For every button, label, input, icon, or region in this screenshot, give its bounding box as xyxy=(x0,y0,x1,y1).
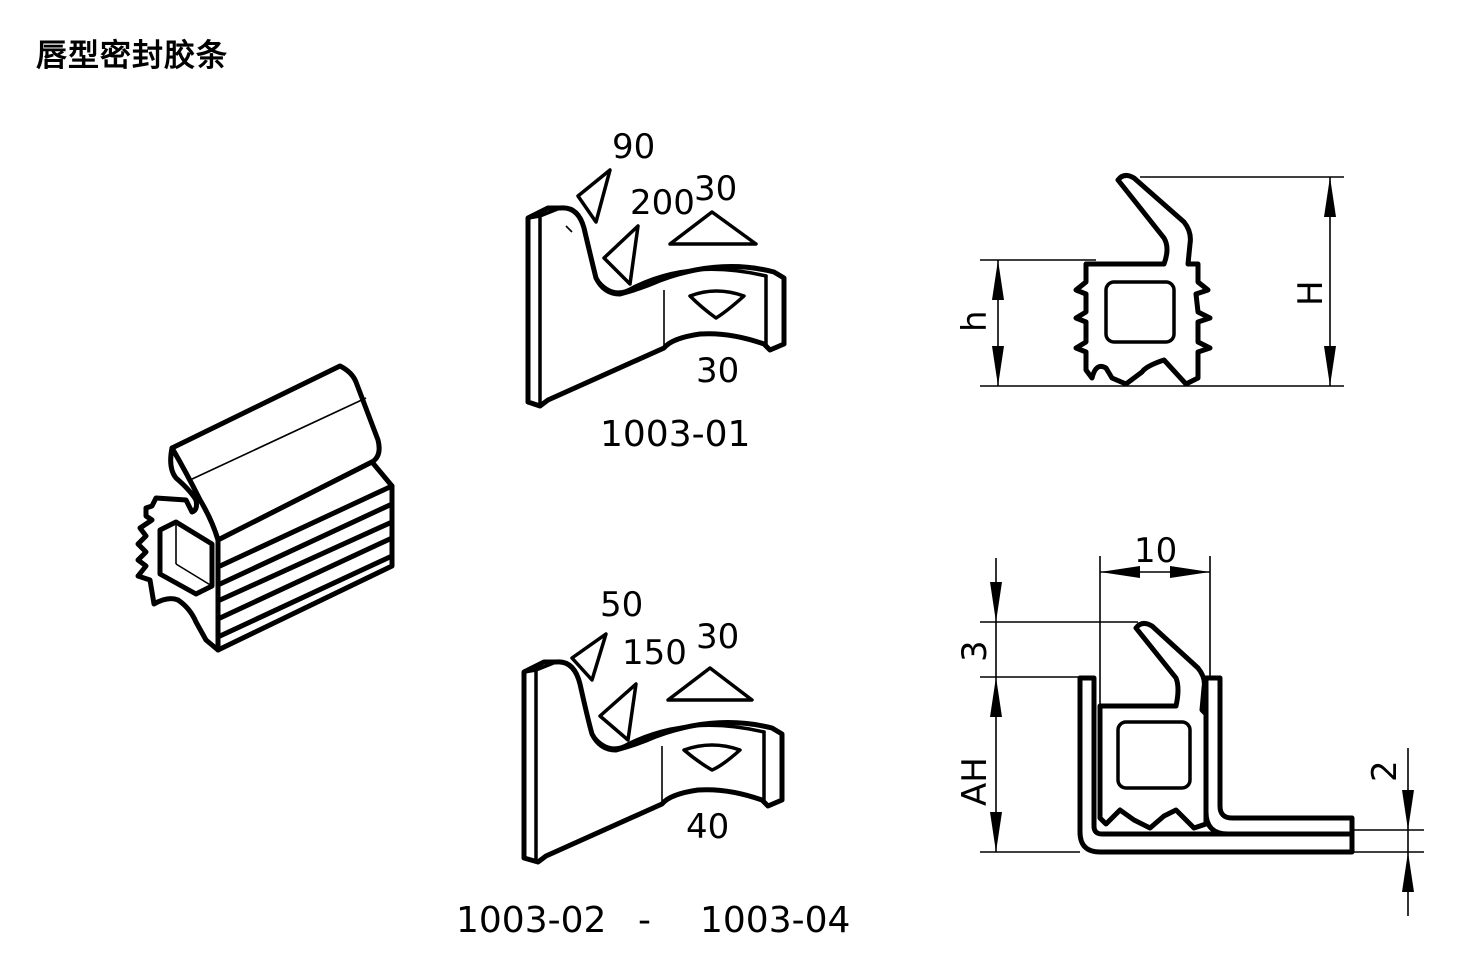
symbol-value-1: 50 xyxy=(600,585,643,625)
symbol-value-2: 150 xyxy=(622,633,687,673)
triangle-symbol-icon xyxy=(598,682,638,742)
symbol-value-4: 30 xyxy=(696,351,739,391)
triangle-symbol-icon xyxy=(570,632,608,682)
part-number-to: 1003-04 xyxy=(700,900,850,941)
triangle-symbol-icon xyxy=(602,224,640,286)
symbol-value-4: 40 xyxy=(686,807,729,847)
seal-strip-isometric xyxy=(135,363,395,653)
dim-label-2: 2 xyxy=(1365,760,1405,782)
diamond-symbol-icon xyxy=(682,743,742,772)
part-number-separator: - xyxy=(638,900,651,941)
triangle-symbol-icon xyxy=(668,210,758,246)
part-number-from: 1003-02 xyxy=(456,900,606,941)
profile-section-top: h H xyxy=(955,172,1344,387)
dim-label-10: 10 xyxy=(1134,531,1177,571)
triangle-symbol-icon xyxy=(666,666,754,702)
page-title: 唇型密封胶条 xyxy=(36,38,228,74)
triangle-symbol-icon xyxy=(576,168,612,224)
dim-label-H: H xyxy=(1291,280,1331,306)
dim-label-3: 3 xyxy=(955,640,995,662)
dim-label-AH: AH xyxy=(955,757,995,806)
dim-label-h: h xyxy=(955,310,995,332)
profile-section-bottom: 10 3 AH 2 xyxy=(955,531,1424,916)
symbol-value-2: 200 xyxy=(630,183,695,223)
symbol-value-3: 30 xyxy=(696,617,739,657)
symbol-value-1: 90 xyxy=(612,127,655,167)
symbol-value-3: 30 xyxy=(694,169,737,209)
spec-bracket-top: 90 200 30 30 1003-01 xyxy=(525,127,787,455)
diamond-symbol-icon xyxy=(688,289,746,320)
part-number: 1003-01 xyxy=(600,414,750,455)
spec-bracket-bottom: 50 150 30 40 1003-02 - 1003-04 xyxy=(456,585,850,941)
